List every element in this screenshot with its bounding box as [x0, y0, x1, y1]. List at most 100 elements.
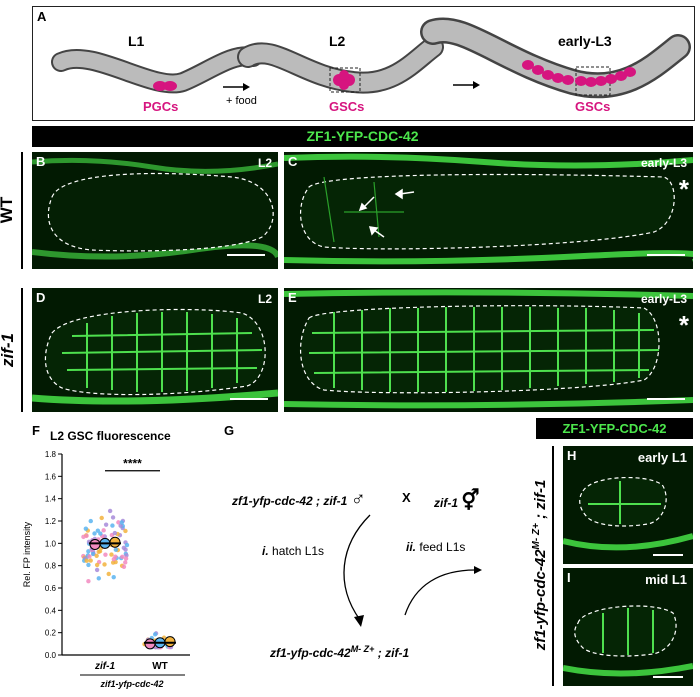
step-ii-text: feed L1s: [419, 540, 466, 554]
panel-i-stage: mid L1: [645, 572, 687, 587]
panel-b-image: B L2: [32, 152, 278, 269]
y-axis-label: Rel. FP intensity: [22, 521, 32, 587]
data-point: [113, 547, 119, 552]
y-tick-label: 1.4: [45, 495, 57, 504]
side-genotype: zf1-yfp-cdc-42M- Z+ ; zif-1: [531, 445, 549, 685]
data-point: [123, 556, 129, 561]
data-point: [123, 528, 128, 534]
category-label: WT: [152, 661, 168, 672]
panel-e-asterisk: *: [678, 310, 689, 340]
data-point: [103, 522, 109, 527]
data-point: [94, 562, 100, 568]
worm-schematic: [51, 17, 691, 99]
panel-c-image: C early-L3 *: [284, 152, 693, 269]
data-point: [116, 520, 121, 525]
y-tick-label: 1.2: [45, 517, 57, 526]
header-label: ZF1-YFP-CDC-42: [306, 128, 419, 144]
zif-row-label: zif-1: [0, 333, 17, 367]
panel-a-label: A: [37, 9, 47, 24]
pgc-cells: [153, 81, 177, 91]
step-i: i. hatch L1s: [262, 544, 324, 558]
data-point: [88, 558, 93, 563]
step-i-text: hatch L1s: [272, 544, 325, 558]
panel-d-image: D L2: [32, 288, 278, 412]
female-parent-genotype: zif-1: [434, 496, 458, 510]
replicate-mean: [164, 636, 176, 648]
data-point: [86, 579, 91, 584]
y-tick-label: 0.0: [45, 651, 57, 660]
wt-row-bracket: [21, 152, 23, 269]
panel-f-label: F: [32, 423, 40, 438]
data-point: [101, 528, 106, 533]
data-point: [94, 567, 100, 573]
data-point: [103, 552, 108, 557]
data-point: [83, 526, 89, 531]
male-parent: zf1-yfp-cdc-42 ; zif-1 ♂: [232, 488, 366, 511]
y-tick-label: 0.4: [45, 606, 57, 615]
offspring-sup: M- Z+: [350, 644, 375, 654]
panel-e-label: E: [288, 290, 297, 305]
chart-title: L2 GSC fluorescence: [50, 429, 171, 443]
data-point: [124, 553, 129, 558]
y-tick-label: 1.8: [45, 450, 57, 459]
data-point: [111, 556, 117, 562]
y-tick-label: 0.2: [45, 629, 57, 638]
panel-b-label: B: [36, 154, 46, 169]
offspring-genotype: zf1-yfp-cdc-42M- Z+ ; zif-1: [270, 644, 409, 660]
panel-c-stage: early-L3: [640, 156, 687, 170]
side-genotype-sup: M- Z+: [531, 523, 542, 550]
female-parent: zif-1 ⚥: [434, 488, 479, 513]
stage-l2-label: L2: [329, 33, 346, 49]
panel-a: A L1 L2 early-L3 PGCs GSCs GSCs + food: [32, 6, 695, 121]
side-genotype-tail: ; zif-1: [532, 479, 549, 519]
gscs-label-1: GSCs: [329, 99, 365, 114]
panel-c-label: C: [288, 154, 298, 169]
panel-e-stage: early-L3: [640, 292, 687, 306]
data-point: [109, 552, 114, 557]
data-point: [84, 533, 89, 539]
data-point: [87, 554, 92, 559]
male-symbol-icon: ♂: [350, 488, 366, 510]
category-label: zif-1: [94, 661, 115, 672]
panel-h-image: H early L1: [563, 446, 693, 564]
data-point: [92, 531, 97, 536]
male-parent-genotype: zf1-yfp-cdc-42 ; zif-1: [232, 494, 348, 508]
panel-g-label: G: [224, 423, 235, 438]
data-point: [119, 520, 125, 525]
hi-header: ZF1-YFP-CDC-42: [536, 418, 693, 439]
panel-b-stage: L2: [257, 156, 272, 170]
data-point: [152, 632, 158, 637]
data-point: [95, 528, 101, 533]
gscs-label-2: GSCs: [575, 99, 611, 114]
data-point: [84, 558, 89, 563]
offspring-main: zf1-yfp-cdc-42: [270, 646, 351, 660]
side-genotype-main: zf1-yfp-cdc-42: [532, 549, 549, 651]
step-i-number: i.: [262, 544, 269, 558]
panel-h-label: H: [567, 448, 577, 463]
data-point: [106, 571, 111, 577]
data-point: [124, 542, 130, 548]
panel-h-stage: early L1: [637, 450, 687, 465]
fluorescence-header: ZF1-YFP-CDC-42: [32, 126, 693, 147]
panel-d-label: D: [36, 290, 46, 305]
data-point: [107, 508, 113, 514]
offspring-tail: ; zif-1: [377, 646, 410, 660]
step-ii-number: ii.: [406, 540, 417, 554]
y-tick-label: 0.6: [45, 584, 57, 593]
panel-c-asterisk: *: [678, 174, 689, 204]
zif-row-bracket: [21, 288, 23, 412]
data-point: [111, 574, 116, 580]
cross-arrows: [343, 514, 482, 627]
data-point: [86, 549, 91, 554]
data-point: [98, 531, 103, 536]
data-point: [97, 549, 103, 554]
data-point: [102, 562, 107, 567]
data-point: [90, 551, 96, 557]
y-tick-label: 0.8: [45, 562, 57, 571]
data-point: [112, 530, 118, 536]
pgcs-label: PGCs: [143, 99, 179, 114]
side-genotype-bracket: [552, 446, 554, 686]
replicate-mean: [89, 538, 101, 550]
cross-symbol: X: [402, 490, 411, 505]
data-point: [121, 564, 127, 569]
